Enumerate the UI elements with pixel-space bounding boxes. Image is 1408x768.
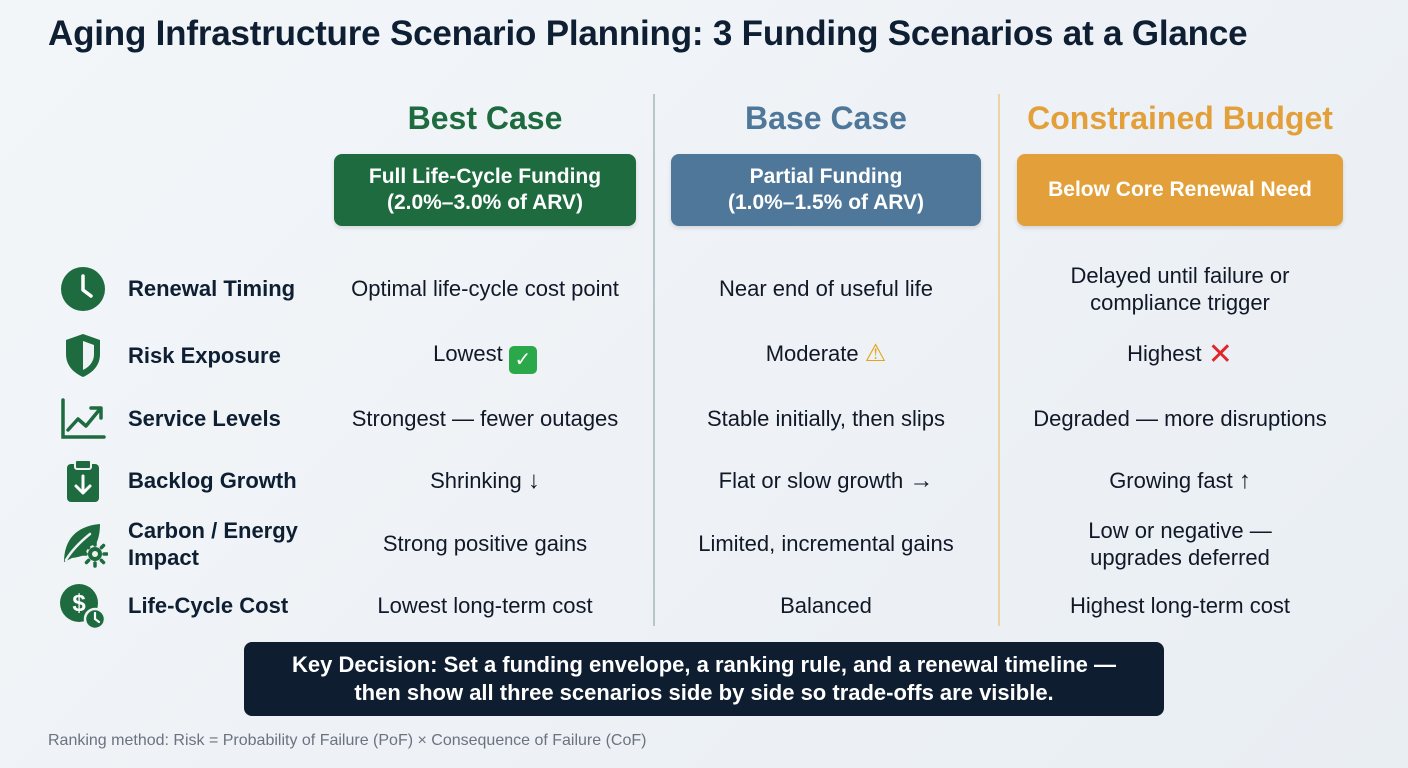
cell-base-service-levels: Stable initially, then slips [706,406,946,431]
cell-best-carbon-energy: Strong positive gains [382,531,588,556]
funding-badge-base: Partial Funding (1.0%–1.5% of ARV) [671,154,981,226]
cell-text: Highest [1127,341,1202,366]
leaf-gear-icon [64,524,108,568]
label-line: Carbon / Energy [128,518,298,543]
cell-base-renewal-timing: Near end of useful life [718,276,934,301]
cell-line: Delayed until failure or [1070,263,1290,288]
clipboard-down-icon [67,459,99,502]
decision-line: Key Decision: Set a funding envelope, a … [292,652,1116,677]
warning-icon: ⚠ [864,340,887,367]
cell-line: Low or negative — [1088,518,1272,543]
cell-constrained-renewal-timing: Delayed until failure or compliance trig… [1010,262,1350,316]
badge-line: Below Core Renewal Need [1048,178,1312,201]
badge-line: (2.0%–3.0% of ARV) [386,191,584,214]
cell-line: compliance trigger [1090,290,1270,315]
column-divider-constrained [998,94,1000,626]
funding-badge-constrained: Below Core Renewal Need [1017,154,1343,226]
scenario-title-base: Base Case [745,100,907,136]
cell-best-backlog-growth: Shrinking ↓ [324,467,646,494]
key-decision-banner: Key Decision: Set a funding envelope, a … [244,642,1164,716]
svg-text:$: $ [72,590,86,617]
dollar-clock-icon: $ [60,584,107,631]
cell-best-life-cycle-cost: Lowest long-term cost [377,593,593,618]
arrow-right-icon: → [909,467,934,494]
row-label-backlog-growth: Backlog Growth [128,468,297,493]
cell-line: upgrades deferred [1090,545,1270,570]
cross-icon: ✕ [1207,338,1233,371]
badge-line: Partial Funding [749,165,903,188]
badge-line: Full Life-Cycle Funding [368,165,602,188]
decision-line: then show all three scenarios side by si… [354,680,1054,705]
scenario-title-constrained: Constrained Budget [1027,100,1333,136]
cell-constrained-backlog-growth: Growing fast ↑ [1010,467,1350,494]
cell-base-backlog-growth: Flat or slow growth → [666,467,986,494]
scenario-title-best: Best Case [407,100,563,136]
row-label-renewal-timing: Renewal Timing [128,276,296,301]
clock-icon [61,267,105,311]
check-icon: ✓ [508,346,537,374]
page-title: Aging Infrastructure Scenario Planning: … [48,14,1248,53]
cell-constrained-service-levels: Degraded — more disruptions [1033,406,1327,431]
label-line: Impact [128,545,199,570]
badge-line: (1.0%–1.5% of ARV) [727,191,925,214]
cell-best-renewal-timing: Optimal life-cycle cost point [351,276,619,301]
row-label-carbon-energy-impact: Carbon / Energy Impact [128,517,298,571]
funding-badge-best: Full Life-Cycle Funding (2.0%–3.0% of AR… [334,154,636,226]
cell-constrained-life-cycle-cost: Highest long-term cost [1069,593,1291,618]
footnote-ranking-method: Ranking method: Risk = Probability of Fa… [48,732,647,749]
column-divider-base [653,94,655,626]
cell-base-life-cycle-cost: Balanced [780,593,872,618]
cell-best-risk-exposure: Lowest ✓ [324,340,646,374]
cell-best-service-levels: Strongest — fewer outages [351,406,619,431]
cell-text: Lowest [433,341,503,366]
cell-constrained-carbon-energy: Low or negative — upgrades deferred [1010,517,1350,571]
cell-text: Moderate [765,341,859,366]
shield-icon [66,334,100,377]
cell-text: Shrinking [430,468,522,493]
row-label-service-levels: Service Levels [128,406,281,431]
cell-base-risk-exposure: Moderate ⚠ [666,340,986,367]
cell-text: Flat or slow growth [718,468,904,493]
cell-text: Growing fast [1109,468,1233,493]
row-label-life-cycle-cost: Life-Cycle Cost [128,593,289,618]
cell-base-carbon-energy: Limited, incremental gains [698,531,954,556]
arrow-up-icon: ↑ [1238,467,1251,494]
row-label-risk-exposure: Risk Exposure [128,343,281,368]
arrow-down-icon: ↓ [527,467,540,494]
cell-constrained-risk-exposure: Highest ✕ [1010,338,1350,371]
trend-up-chart-icon [61,398,106,439]
